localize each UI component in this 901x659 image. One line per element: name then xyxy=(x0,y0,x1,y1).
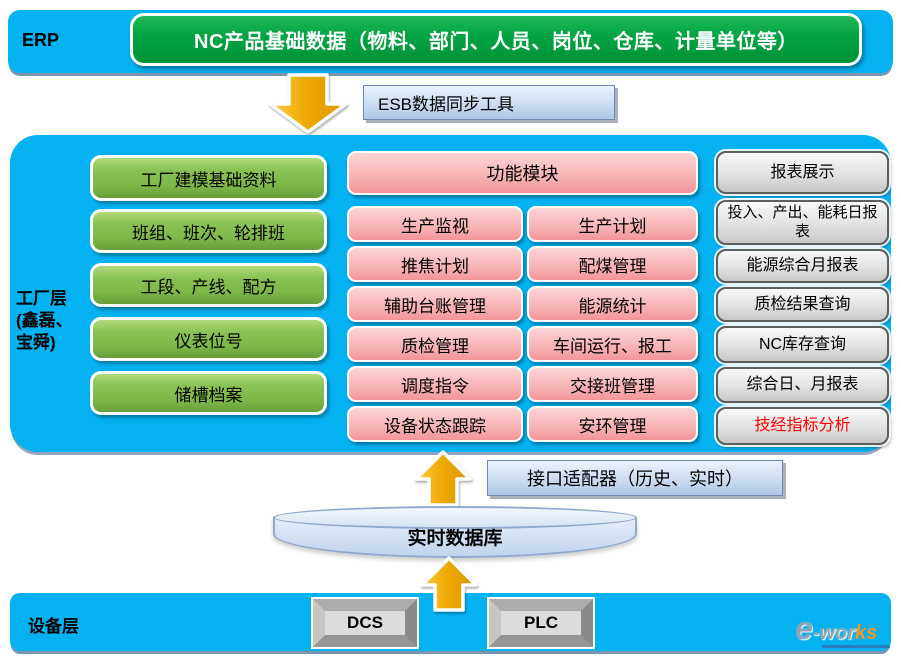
module-item-coke-pushing-plan: 推焦计划 xyxy=(347,246,523,282)
report-item-io-energy-daily: 投入、产出、能耗日报表 xyxy=(716,200,889,245)
factory-layer-label: 工厂层 (鑫磊、 宝舜) xyxy=(16,289,73,352)
report-item-nc-inventory-query: NC库存查询 xyxy=(716,326,889,363)
modules-header: 功能模块 xyxy=(347,151,698,195)
report-item-tech-economic-analysis: 技经指标分析 xyxy=(716,407,889,445)
module-item-safety-environment: 安环管理 xyxy=(527,406,698,442)
module-item-auxiliary-ledger: 辅助台账管理 xyxy=(347,286,523,322)
base-data-item-sections-lines: 工段、产线、配方 xyxy=(90,263,327,307)
erp-basic-data-label: NC产品基础数据（物料、部门、人员、岗位、仓库、计量单位等） xyxy=(194,31,798,53)
module-item-shift-handover: 交接班管理 xyxy=(527,366,698,402)
esb-sync-tool-box: ESB数据同步工具 xyxy=(363,85,615,120)
erp-basic-data-box: NC产品基础数据（物料、部门、人员、岗位、仓库、计量单位等） xyxy=(130,13,862,66)
interface-adapter-box: 接口适配器（历史、实时） xyxy=(487,460,783,496)
device-layer-label: 设备层 xyxy=(28,617,79,636)
eworks-logo-underline xyxy=(822,645,890,648)
module-item-production-plan: 生产计划 xyxy=(527,206,698,242)
base-data-item-factory-modeling: 工厂建模基础资料 xyxy=(90,155,327,201)
erp-layer-label: ERP xyxy=(22,30,60,50)
module-item-production-monitoring: 生产监视 xyxy=(347,206,523,242)
module-item-quality-inspection: 质检管理 xyxy=(347,326,523,362)
plc-box: PLC xyxy=(489,599,593,647)
module-item-energy-statistics: 能源统计 xyxy=(527,286,698,322)
module-item-coal-blending: 配煤管理 xyxy=(527,246,698,282)
base-data-item-tank-archives: 储槽档案 xyxy=(90,371,327,415)
interface-adapter-label: 接口适配器（历史、实时） xyxy=(527,469,743,489)
realtime-db-cylinder-top xyxy=(273,506,637,529)
up-arrow-device-icon xyxy=(420,556,478,612)
module-item-dispatch-orders: 调度指令 xyxy=(347,366,523,402)
module-item-equipment-status: 设备状态跟踪 xyxy=(347,406,523,442)
eworks-logo: e-works xyxy=(795,610,877,647)
eworks-logo-ks: ks xyxy=(855,622,878,644)
down-arrow-icon xyxy=(268,73,348,134)
eworks-logo-wor: -wor xyxy=(812,622,856,644)
eworks-logo-e: e xyxy=(795,610,813,646)
realtime-db-label: 实时数据库 xyxy=(407,528,503,549)
esb-sync-tool-label: ESB数据同步工具 xyxy=(378,95,515,114)
reports-header: 报表展示 xyxy=(716,151,889,194)
report-item-quality-query: 质检结果查询 xyxy=(716,287,889,322)
base-data-item-instrument-tags: 仪表位号 xyxy=(90,317,327,361)
report-item-energy-monthly: 能源综合月报表 xyxy=(716,249,889,283)
base-data-item-teams-shifts: 班组、班次、轮排班 xyxy=(90,209,327,253)
module-item-workshop-operation: 车间运行、报工 xyxy=(527,326,698,362)
dcs-box: DCS xyxy=(313,599,417,647)
up-arrow-adapter-icon xyxy=(414,450,472,507)
report-item-daily-monthly: 综合日、月报表 xyxy=(716,367,889,403)
